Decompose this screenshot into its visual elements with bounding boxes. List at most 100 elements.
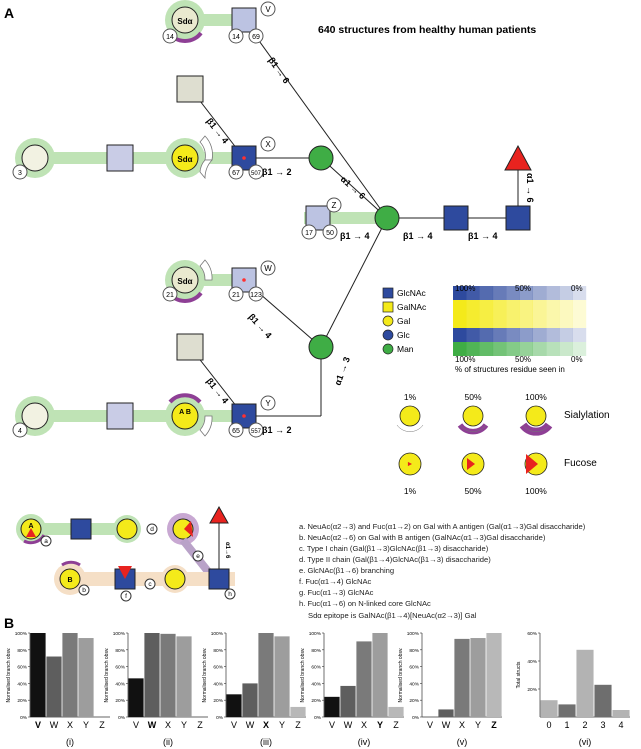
- chart-1: 0%20%40%60%80%100%Normalised branch obsv…: [6, 631, 110, 747]
- chart-3: 0%20%40%60%80%100%Normalised branch obsv…: [202, 631, 306, 747]
- bar-V: [226, 694, 242, 717]
- legend-gradient-cell: [546, 342, 560, 356]
- badge-z: Z: [332, 201, 337, 210]
- svg-text:d: d: [150, 526, 154, 533]
- y-tick-label: 60%: [213, 665, 223, 671]
- panel-caption: (ii): [163, 737, 173, 747]
- panel-a-label: A: [4, 5, 14, 21]
- legend-gradient-cell: [506, 314, 520, 328]
- man-core: [374, 205, 400, 231]
- y-axis-label: Normalised branch obsv.: [6, 648, 12, 703]
- legend-gradient-cell: [519, 314, 533, 328]
- legend-swatch: [382, 315, 394, 327]
- bar-0: [540, 700, 558, 717]
- x-tick-label: X: [165, 720, 171, 730]
- y-axis-label: Total structs: [516, 661, 522, 688]
- note: a. NeuAc(α2→3) and Fuc(α1→2) on Gal with…: [299, 522, 586, 531]
- note: f. Fuc(α1→4) GlcNAc: [299, 577, 372, 586]
- note: b. NeuAc(α2→6) on Gal with B antigen (Ga…: [299, 533, 546, 542]
- gal-residue: [171, 266, 199, 294]
- y-tick-label: 80%: [311, 648, 321, 654]
- panel-a-headline: 640 structures from healthy human patien…: [318, 24, 536, 36]
- legend-gradient-cell: [506, 342, 520, 356]
- fucose-mark: [407, 461, 412, 467]
- y-tick-label: 20%: [115, 698, 125, 704]
- fucose-mark: [526, 454, 538, 474]
- x-tick-label: X: [67, 720, 73, 730]
- x-tick-label: V: [35, 720, 41, 730]
- y-tick-label: 100%: [113, 631, 126, 637]
- count: 50: [326, 230, 334, 237]
- y-tick-label: 100%: [407, 631, 420, 637]
- legend-scale: 100% 50% 0% 100% 50% 0% % of structures …: [455, 284, 583, 374]
- linkage-label: α1 → 6: [525, 173, 535, 203]
- legend-gradient-cell: [492, 286, 507, 300]
- legend-gradient-cell: [466, 328, 480, 342]
- notes-list: a. NeuAc(α2→3) and Fuc(α1→2) on Gal with…: [299, 522, 586, 620]
- legend-gradient-cell: [532, 300, 547, 314]
- legend-gradient-cell: [572, 300, 587, 314]
- legend-gradient-cell: [506, 286, 520, 300]
- note: h. Fuc(α1→6) on N-linked core GlcNAc: [299, 599, 431, 608]
- svg-text:c: c: [148, 581, 152, 588]
- svg-text:100%: 100%: [455, 355, 475, 364]
- x-tick-label: W: [344, 720, 353, 730]
- x-tick-label: W: [50, 720, 59, 730]
- legend-gradient-cell: [492, 328, 507, 342]
- glcnac-residue: [231, 7, 257, 33]
- legend-gradient-cell: [572, 342, 587, 356]
- badge-v: V: [265, 5, 271, 14]
- legend-label: Man: [397, 344, 414, 354]
- linkage-label: α1 → 6: [339, 174, 368, 201]
- note: g. Fuc(α1→3) GlcNAc: [299, 588, 374, 597]
- sialylation-arc-outline: [459, 424, 487, 432]
- x-tick-label: 2: [582, 720, 587, 730]
- y-axis-label: Normalised branch obsv.: [300, 648, 306, 703]
- x-tick-label: V: [329, 720, 335, 730]
- y-tick-label: 20%: [409, 698, 419, 704]
- legend-gradient-cell: [572, 286, 587, 300]
- bar-X: [356, 641, 372, 717]
- y-tick-label: 60%: [409, 665, 419, 671]
- legend-gradient-cell: [519, 328, 533, 342]
- x-tick-label: Z: [295, 720, 301, 730]
- svg-text:0%: 0%: [571, 355, 583, 364]
- svg-text:h: h: [228, 591, 232, 598]
- y-tick-label: 80%: [115, 648, 125, 654]
- svg-text:50%: 50%: [464, 486, 481, 496]
- svg-text:e: e: [196, 553, 200, 560]
- sialylation-arc-outline: [522, 424, 550, 432]
- y-axis-label: Normalised branch obsv.: [398, 648, 404, 703]
- x-tick-label: Z: [393, 720, 399, 730]
- legend-gradient-cell: [453, 314, 467, 328]
- x-tick-label: Y: [475, 720, 481, 730]
- svg-text:1%: 1%: [404, 486, 417, 496]
- y-tick-label: 100%: [211, 631, 224, 637]
- y-tick-label: 0%: [412, 715, 420, 721]
- count: 4: [18, 428, 22, 435]
- linkage-label: β1 → 4: [403, 231, 433, 241]
- y-tick-label: 20%: [527, 687, 537, 693]
- bar-W: [242, 683, 258, 717]
- y-tick-label: 40%: [115, 681, 125, 687]
- chart-5: 0%20%40%60%80%100%Normalised branch obsv…: [398, 631, 502, 747]
- y-tick-label: 100%: [309, 631, 322, 637]
- legend-label: Glc: [397, 330, 411, 340]
- galnac-residue: [176, 333, 204, 361]
- y-tick-label: 100%: [15, 631, 28, 637]
- linkage-label: β1 → 4: [247, 312, 274, 341]
- svg-text:100%: 100%: [525, 392, 547, 402]
- x-tick-label: W: [246, 720, 255, 730]
- legend-gradient-cell: [519, 300, 533, 314]
- man-residue: [308, 145, 334, 171]
- x-tick-label: Y: [377, 720, 383, 730]
- legend-gradient-cell: [559, 314, 573, 328]
- legend-label: GlcNAc: [397, 288, 427, 298]
- sialylation-example: [399, 405, 421, 427]
- legend-gradient-cell: [546, 328, 560, 342]
- svg-text:100%: 100%: [455, 284, 475, 293]
- bar-W: [144, 633, 160, 717]
- legend-gradient-cell: [559, 342, 573, 356]
- bar-2: [576, 649, 594, 717]
